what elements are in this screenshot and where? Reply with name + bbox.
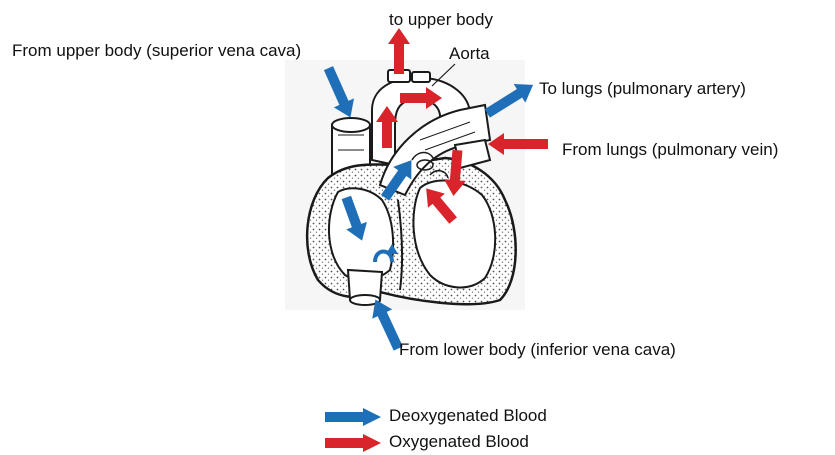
label-from-lungs: From lungs (pulmonary vein) <box>562 140 778 160</box>
inferior-vena-cava <box>348 270 382 305</box>
label-from-lower-body: From lower body (inferior vena cava) <box>399 340 676 360</box>
label-aorta: Aorta <box>449 44 490 64</box>
blue-arrow-icon <box>325 408 381 426</box>
label-to-upper-body: to upper body <box>389 10 493 30</box>
legend-label-deoxygenated: Deoxygenated Blood <box>389 406 547 426</box>
red-arrow-icon <box>325 434 381 452</box>
label-from-upper-body: From upper body (superior vena cava) <box>12 41 301 61</box>
label-to-lungs: To lungs (pulmonary artery) <box>539 79 746 99</box>
legend-label-oxygenated: Oxygenated Blood <box>389 432 529 452</box>
